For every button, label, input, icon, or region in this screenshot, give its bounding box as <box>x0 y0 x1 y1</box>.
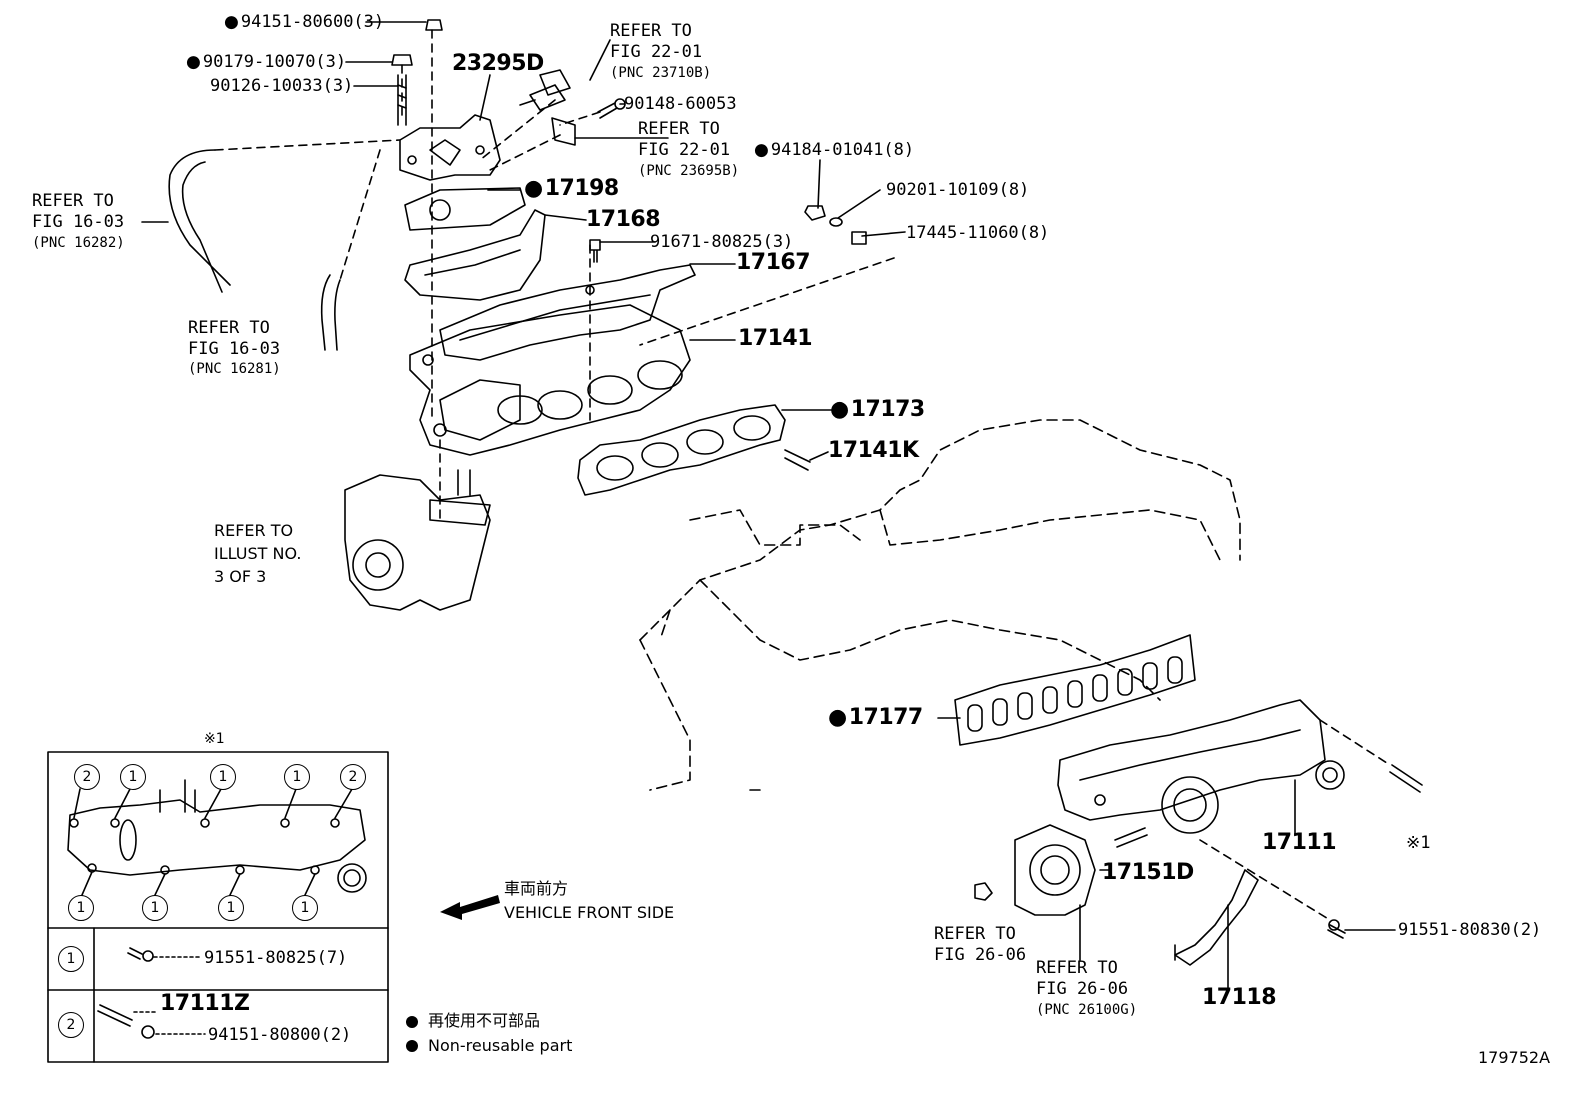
bolt-90148-60053 <box>597 98 626 119</box>
refer-label-23710B-line2: FIG 22-01 <box>610 42 703 62</box>
part-label-17151D: 17151D <box>1102 860 1194 885</box>
inset-marker: 2 <box>74 764 100 790</box>
injector-23710B <box>519 69 571 111</box>
refer-label-16282-line3: (PNC 16282) <box>32 235 125 251</box>
hose-16281 <box>320 274 341 351</box>
bolt-91551-80830 <box>1327 919 1346 939</box>
refer-label-23710B-line3: (PNC 23710B) <box>610 65 712 81</box>
inset-title: ※1 <box>204 731 225 747</box>
part-label-91671-80825: 91671-80825(3) <box>650 232 794 252</box>
refer-label-16282-line1: REFER TO <box>32 191 114 211</box>
part-label-94151-80600: 94151-80600(3) <box>224 14 384 31</box>
front-direction-arrow <box>440 895 500 920</box>
refer-label-26100G-line1: REFER TO <box>1036 958 1118 978</box>
leader-lines <box>141 21 1396 991</box>
inset-row2-number: 2 <box>58 1012 84 1038</box>
refer-label-illust-line3: 3 OF 3 <box>214 567 267 586</box>
inset-row2-part-b: 94151-80800(2) <box>208 1025 352 1045</box>
part-label-90126-10033: 90126-10033(3) <box>210 76 354 96</box>
direction-label-en: VEHICLE FRONT SIDE <box>504 903 675 922</box>
part-label-17198: 17198 <box>524 178 620 200</box>
part-label-17111: 17111 <box>1262 830 1337 855</box>
part-label-23295D: 23295D <box>452 51 544 76</box>
gasket-17173 <box>577 404 786 496</box>
inset-marker: 1 <box>210 764 236 790</box>
nut-94151-80600 <box>425 19 443 31</box>
part-23295D-shape <box>399 114 501 181</box>
exhaust-manifold-17141 <box>409 304 691 456</box>
inset-row1-part: 91551-80825(7) <box>204 948 348 968</box>
nut-17445-11060 <box>851 231 867 245</box>
gasket-17198 <box>404 187 526 231</box>
part-label-17141K: 17141K <box>828 438 919 463</box>
refer-label-illust-line1: REFER TO <box>214 521 294 540</box>
refer-label-16281-line3: (PNC 16281) <box>188 361 281 377</box>
refer-label-26100G-line3: (PNC 26100G) <box>1036 1002 1138 1018</box>
part-label-90179-10070: 90179-10070(3) <box>186 54 346 71</box>
inset-row2-part-a: 17111Z <box>160 991 250 1016</box>
inset-marker: 1 <box>218 895 244 921</box>
inset-box <box>47 751 389 1063</box>
part-label-17167: 17167 <box>736 250 811 275</box>
insulator-17168 <box>404 209 546 301</box>
inset-marker: 1 <box>142 895 168 921</box>
bolt-91671-80825 <box>589 239 601 263</box>
leader-lines-throttle <box>1079 869 1111 961</box>
refer-label-16282-line2: FIG 16-03 <box>32 212 125 232</box>
refer-label-23695B-line2: FIG 22-01 <box>638 140 731 160</box>
insulator-17167 <box>439 264 696 361</box>
intake-manifold-17111 <box>1057 699 1345 834</box>
refer-label-illust-line2: ILLUST NO. <box>214 544 302 563</box>
direction-label-jp: 車両前方 <box>504 879 569 898</box>
part-label-17173: 17173 <box>830 399 926 421</box>
legend-label-jp: 再使用不可部品 <box>428 1011 541 1030</box>
sensor-23695B <box>551 117 576 146</box>
inset-marker: 1 <box>120 764 146 790</box>
inset-marker: 1 <box>284 764 310 790</box>
throttle-body <box>1014 824 1096 916</box>
part-label-17141: 17141 <box>738 326 813 351</box>
refer-label-26-06-a-line2: FIG 26-06 <box>934 945 1027 965</box>
part-label-90201-10109: 90201-10109(8) <box>886 180 1030 200</box>
bracket-17118 <box>1174 869 1259 966</box>
part-label-90148-60053: 90148-60053 <box>624 94 737 114</box>
inset-row1-number: 1 <box>58 946 84 972</box>
legend-dots <box>406 1016 418 1052</box>
hose-16282 <box>168 149 231 293</box>
illustration-number: 179752A <box>1478 1048 1551 1067</box>
refer-label-16281-line1: REFER TO <box>188 318 270 338</box>
stud-90126-10033 <box>397 74 407 126</box>
refer-label-23710B-line1: REFER TO <box>610 21 692 41</box>
nut-90179-10070 <box>391 54 413 66</box>
stud-right <box>1389 764 1423 793</box>
legend-label-en: Non-reusable part <box>428 1036 573 1055</box>
reference-star-right: ※1 <box>1406 833 1431 853</box>
inset-marker: 1 <box>68 895 94 921</box>
part-label-17168: 17168 <box>586 207 661 232</box>
gasket-17177 <box>954 634 1196 746</box>
refer-label-16281-line2: FIG 16-03 <box>188 339 281 359</box>
nut-26-06 <box>974 882 993 901</box>
turbocharger <box>344 469 491 611</box>
stud-17141K <box>784 449 811 471</box>
part-label-94184-01041: 94184-01041(8) <box>754 142 914 159</box>
inset-marker: 1 <box>292 895 318 921</box>
engine-block-outline <box>639 419 1241 791</box>
stud-17151D <box>1114 827 1148 848</box>
inset-marker: 2 <box>340 764 366 790</box>
part-label-17177: 17177 <box>828 707 924 729</box>
refer-label-23695B-line3: (PNC 23695B) <box>638 163 740 179</box>
part-label-17118: 17118 <box>1202 985 1277 1010</box>
refer-label-23695B-line1: REFER TO <box>638 119 720 139</box>
refer-label-26100G-line2: FIG 26-06 <box>1036 979 1129 999</box>
part-label-91551-80830: 91551-80830(2) <box>1398 920 1542 940</box>
refer-label-26-06-a-line1: REFER TO <box>934 924 1016 944</box>
washer-90201-10109 <box>829 217 843 227</box>
nut-94184-01041 <box>804 205 826 221</box>
assembly-lines-intake <box>1199 719 1391 921</box>
part-label-17445-11060: 17445-11060(8) <box>906 223 1050 243</box>
